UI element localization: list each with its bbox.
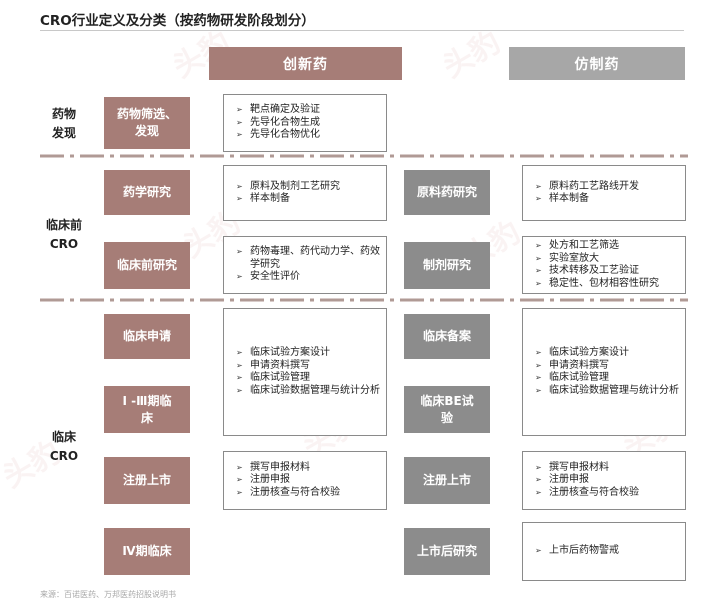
list-item: 稳定性、包材相容性研究 (535, 278, 679, 291)
stage-separator-line (40, 298, 688, 302)
list-item: 先导化合物生成 (236, 117, 380, 130)
list-item: 原料药工艺路线开发 (535, 181, 679, 194)
list-item: 技术转移及工艺验证 (535, 265, 679, 278)
list-item: 申请资料撰写 (535, 360, 679, 373)
list-item: 临床试验方案设计 (535, 347, 679, 360)
list-item: 实验室放大 (535, 253, 679, 266)
list-item: 样本制备 (535, 193, 679, 206)
list-item: 临床试验数据管理与统计分析 (535, 385, 679, 398)
list-formulation-research-services: 处方和工艺筛选 实验室放大 技术转移及工艺验证 稳定性、包材相容性研究 (522, 236, 686, 294)
box-phase-4-clinical: Ⅳ期临床 (104, 528, 190, 575)
box-phase-1-3-clinical: Ⅰ -Ⅲ期临 床 (104, 386, 190, 433)
list-item: 临床试验数据管理与统计分析 (236, 385, 380, 398)
list-preclinical-research-services: 药物毒理、药代动力学、药效学研究 安全性评价 (223, 236, 387, 294)
list-item: 药物毒理、药代动力学、药效学研究 (236, 246, 380, 271)
list-generic-registration-services: 撰写申报材料 注册申报 注册核查与符合校验 (522, 451, 686, 510)
list-item: 临床试验管理 (236, 372, 380, 385)
list-registration-services: 撰写申报材料 注册申报 注册核查与符合校验 (223, 451, 387, 510)
list-post-marketing-services: 上市后药物警戒 (522, 522, 686, 581)
box-preclinical-research: 临床前研究 (104, 242, 190, 289)
list-item: 撰写申报材料 (535, 462, 679, 475)
box-generic-registration-listing: 注册上市 (404, 457, 490, 504)
list-item: 临床试验管理 (535, 372, 679, 385)
stage-label-clinical: 临床 CRO (49, 430, 79, 463)
header-generic-drug: 仿制药 (509, 47, 685, 80)
list-drug-discovery-services: 靶点确定及验证 先导化合物生成 先导化合物优化 (223, 94, 387, 152)
list-generic-clinical-services: 临床试验方案设计 申请资料撰写 临床试验管理 临床试验数据管理与统计分析 (522, 308, 686, 436)
list-item: 样本制备 (236, 193, 380, 206)
title-divider (40, 30, 684, 31)
header-innovative-drug: 创新药 (209, 47, 402, 80)
list-item: 注册申报 (236, 474, 380, 487)
list-item: 注册核查与符合校验 (236, 487, 380, 500)
list-pharmaceutical-research-services: 原料及制剂工艺研究 样本制备 (223, 165, 387, 221)
list-item: 原料及制剂工艺研究 (236, 181, 380, 194)
list-item: 撰写申报材料 (236, 462, 380, 475)
box-clinical-application: 临床申请 (104, 314, 190, 359)
list-item: 注册核查与符合校验 (535, 487, 679, 500)
list-item: 处方和工艺筛选 (535, 240, 679, 253)
box-api-research: 原料药研究 (404, 170, 490, 215)
list-clinical-trial-services: 临床试验方案设计 申请资料撰写 临床试验管理 临床试验数据管理与统计分析 (223, 308, 387, 436)
list-api-research-services: 原料药工艺路线开发 样本制备 (522, 165, 686, 221)
stage-label-discovery: 药物 发现 (51, 107, 76, 140)
box-clinical-filing: 临床备案 (404, 314, 490, 359)
list-item: 上市后药物警戒 (535, 545, 679, 558)
list-item: 安全性评价 (236, 271, 380, 284)
watermark: 头豹 (437, 24, 507, 86)
list-item: 注册申报 (535, 474, 679, 487)
box-post-marketing-research: 上市后研究 (404, 528, 490, 575)
list-item: 申请资料撰写 (236, 360, 380, 373)
box-drug-screening: 药物筛选、 发现 (104, 97, 190, 149)
box-registration-listing: 注册上市 (104, 457, 190, 504)
box-clinical-be-trial: 临床BE试 验 (404, 386, 490, 433)
list-item: 靶点确定及验证 (236, 104, 380, 117)
stage-label-preclinical: 临床前 CRO (45, 218, 82, 251)
box-pharmaceutical-research: 药学研究 (104, 170, 190, 215)
list-item: 先导化合物优化 (236, 129, 380, 142)
list-item: 临床试验方案设计 (236, 347, 380, 360)
stage-separator-line (40, 154, 688, 158)
page-title: CRO行业定义及分类（按药物研发阶段划分） (40, 13, 315, 29)
source-note: 来源：百诺医药、万邦医药招股说明书 (40, 590, 176, 599)
box-formulation-research: 制剂研究 (404, 242, 490, 289)
